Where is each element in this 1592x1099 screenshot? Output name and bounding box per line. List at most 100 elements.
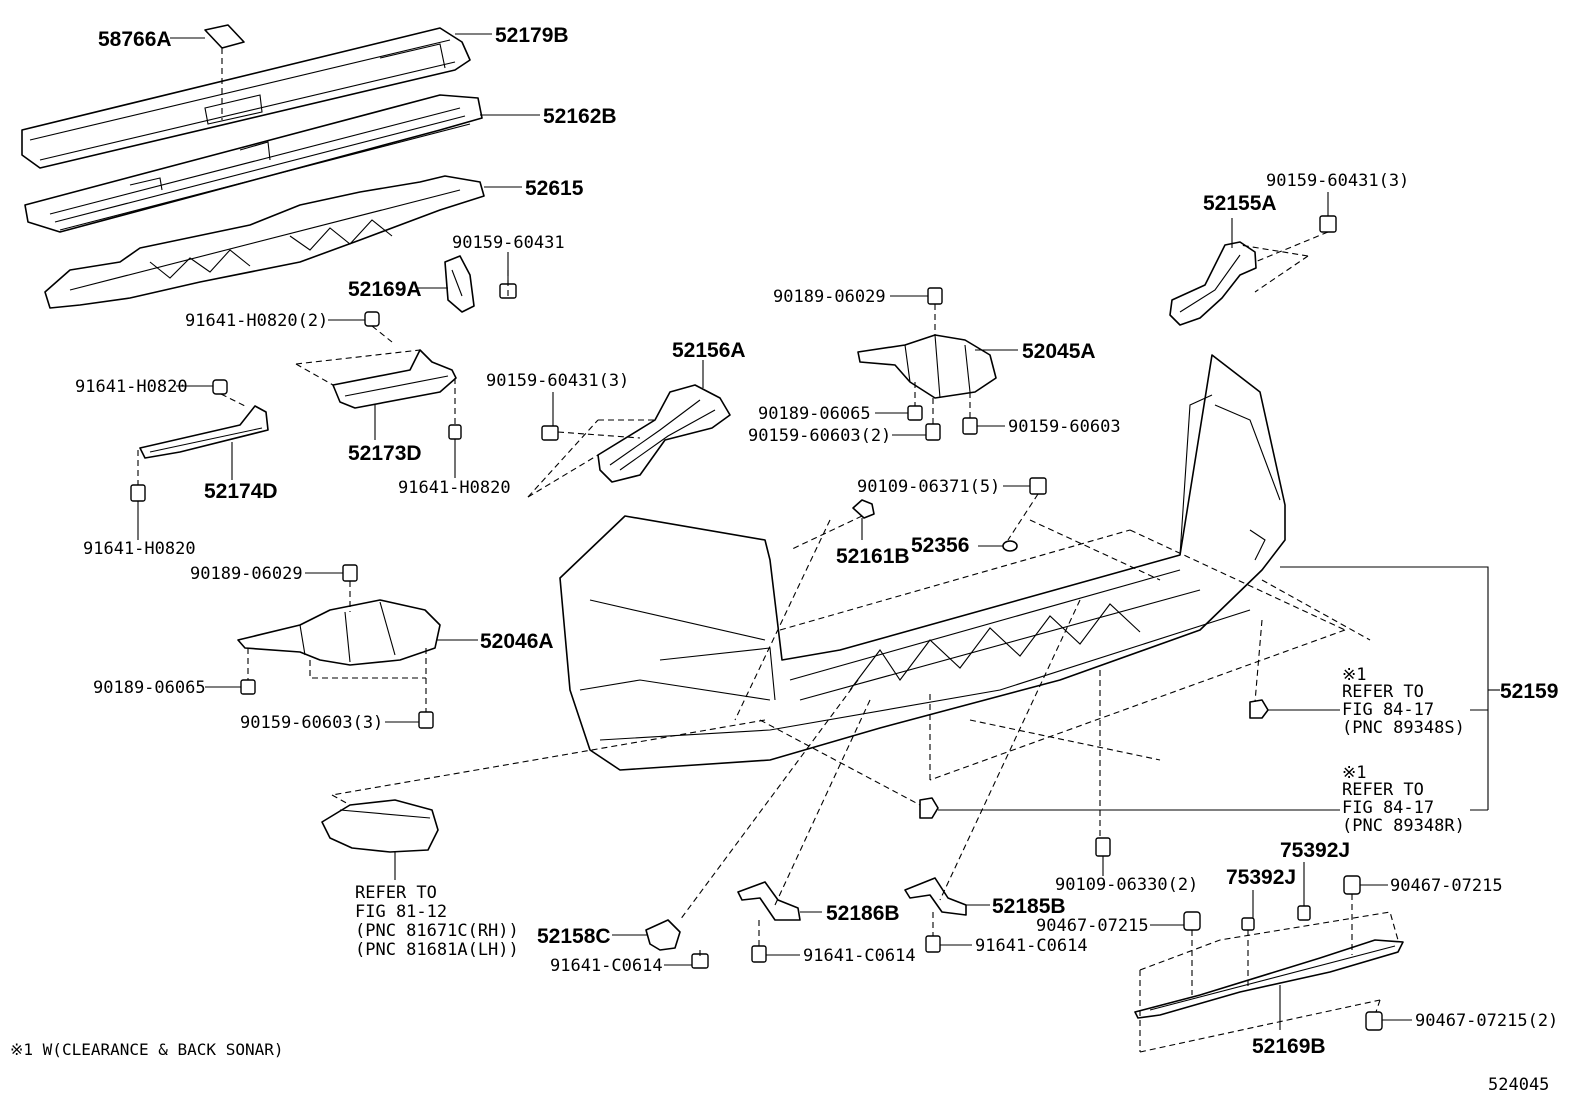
part-52186B-shape [737,881,801,921]
label-91641-C0614-a: 91641-C0614 [550,956,663,976]
bolt-90189-06029-a [342,564,358,582]
label-52185B: 52185B [992,895,1066,918]
label-90109-06371-5: 90109-06371(5) [857,477,1000,497]
refer-line-3: (PNC 89348S) [1342,718,1465,738]
part-52158C-shape [645,919,681,951]
bolt-90189-06065-b [907,405,923,421]
clip-90467-07215-2 [1365,1011,1383,1031]
refer-line-1: REFER TO [1342,682,1424,702]
refer-line-1: REFER TO [1342,780,1424,800]
label-91641-C0614-c: 91641-C0614 [975,936,1088,956]
label-58766A: 58766A [98,28,172,51]
sonar-sensor-89348R-shape [919,797,939,819]
clip-75392J-a [1241,917,1255,931]
label-90189-06065-a: 90189-06065 [93,678,206,698]
bolt-90159-60603-3 [418,711,434,729]
label-90159-60603-2: 90159-60603(2) [748,426,891,446]
sonar-sensor-89348S-shape [1249,699,1269,719]
label-52179B: 52179B [495,24,569,47]
bolt-90189-06029-b [927,287,943,305]
part-52173D-shape [332,349,457,409]
part-52174D-shape [139,405,269,459]
fastener-markers [130,215,1383,1031]
footnote: ※1 W(CLEARANCE & BACK SONAR) [10,1040,284,1059]
bolt-90189-06065-a [240,679,256,695]
label-90159-60603: 90159-60603 [1008,417,1121,437]
refer-mark: ※1 [1342,665,1366,685]
part-52046A-shape [237,599,441,666]
refer-note-89348S: ※1 REFER TO FIG 84-17 (PNC 89348S) [1342,665,1465,738]
assembly-dashed-lines [137,48,1399,1053]
label-52162B: 52162B [543,105,617,128]
bolt-91641-H0820-c [130,484,146,502]
part-52185B-shape [904,877,967,916]
refer-line-3: (PNC 81671C(RH)) [355,921,519,941]
bolt-90109-06330-2 [1095,837,1111,857]
bolt-91641-H0820-b [448,424,462,440]
refer-note-81671C: REFER TO FIG 81-12 (PNC 81671C(RH)) (PNC… [355,883,519,960]
label-52156A: 52156A [672,339,746,362]
label-90159-60603-3: 90159-60603(3) [240,713,383,733]
label-90159-60431: 90159-60431 [452,233,565,253]
label-91641-H0820-2: 91641-H0820(2) [185,311,328,331]
label-91641-H0820-a: 91641-H0820 [75,377,188,397]
refer-note-89348R: ※1 REFER TO FIG 84-17 (PNC 89348R) [1342,763,1465,836]
label-90189-06029-a: 90189-06029 [190,564,303,584]
label-90159-60431-3b: 90159-60431(3) [1266,171,1409,191]
bolt-91641-C0614-c [925,935,941,953]
refer-line-3: (PNC 89348R) [1342,816,1465,836]
label-91641-H0820-c: 91641-H0820 [83,539,196,559]
clip-90467-07215-a [1183,911,1201,931]
bolt-90159-60431-3a [541,425,559,441]
bolt-91641-H0820-2 [364,311,380,327]
label-52186B: 52186B [826,902,900,925]
bolt-90109-06371-5 [1029,477,1047,495]
part-52356-shape [1002,540,1018,552]
part-52159-bumper-shape [559,354,1286,771]
bolt-91641-C0614-b [751,945,767,963]
label-52155A: 52155A [1203,192,1277,215]
refer-line-2: FIG 84-17 [1342,798,1434,818]
label-52159: 52159 [1500,680,1558,703]
label-52174D: 52174D [204,480,278,503]
part-52161B-shape [852,499,875,519]
label-52169B: 52169B [1252,1035,1326,1058]
part-52162B-shape [24,94,483,233]
bolt-91641-C0614-a [691,953,709,969]
figure-number: 524045 [1488,1075,1549,1095]
label-90467-07215-b: 90467-07215 [1390,876,1503,896]
part-52169B-shape [1134,939,1404,1019]
label-52169A: 52169A [348,278,422,301]
label-52615: 52615 [525,177,584,200]
bolt-90159-60603 [962,417,978,435]
leader-lines [137,33,1500,1030]
part-52156A-shape [597,384,731,483]
label-52158C: 52158C [537,925,611,948]
label-90467-07215-a: 90467-07215 [1036,916,1149,936]
label-52046A: 52046A [480,630,554,653]
refer-line-4: (PNC 81681A(LH)) [355,940,519,960]
refer-line-2: FIG 84-17 [1342,700,1434,720]
refer-line-2: FIG 81-12 [355,902,447,922]
label-75392J-a: 75392J [1226,866,1296,889]
reflector-shape [321,799,439,853]
label-52356: 52356 [911,534,969,557]
refer-mark: ※1 [1342,763,1366,783]
bolt-90159-60603-2 [925,423,941,441]
part-52615-shape [44,175,485,309]
label-90189-06029-b: 90189-06029 [773,287,886,307]
clip-75392J-b [1297,905,1311,921]
label-90109-06330-2: 90109-06330(2) [1055,875,1198,895]
part-52045A-shape [857,334,997,399]
label-75392J-b: 75392J [1280,839,1350,862]
part-labels: 58766A 52179B 52162B 52615 90159-60431 5… [75,24,1558,1058]
part-52155A-shape [1169,241,1257,326]
clip-90467-07215-b [1343,875,1361,895]
bolt-91641-H0820-a [212,379,228,395]
refer-line-1: REFER TO [355,883,437,903]
part-52179B-shape [21,27,471,169]
label-52173D: 52173D [348,442,422,465]
label-91641-H0820-b: 91641-H0820 [398,478,511,498]
label-91641-C0614-b: 91641-C0614 [803,946,916,966]
part-52169A-shape [444,255,475,313]
